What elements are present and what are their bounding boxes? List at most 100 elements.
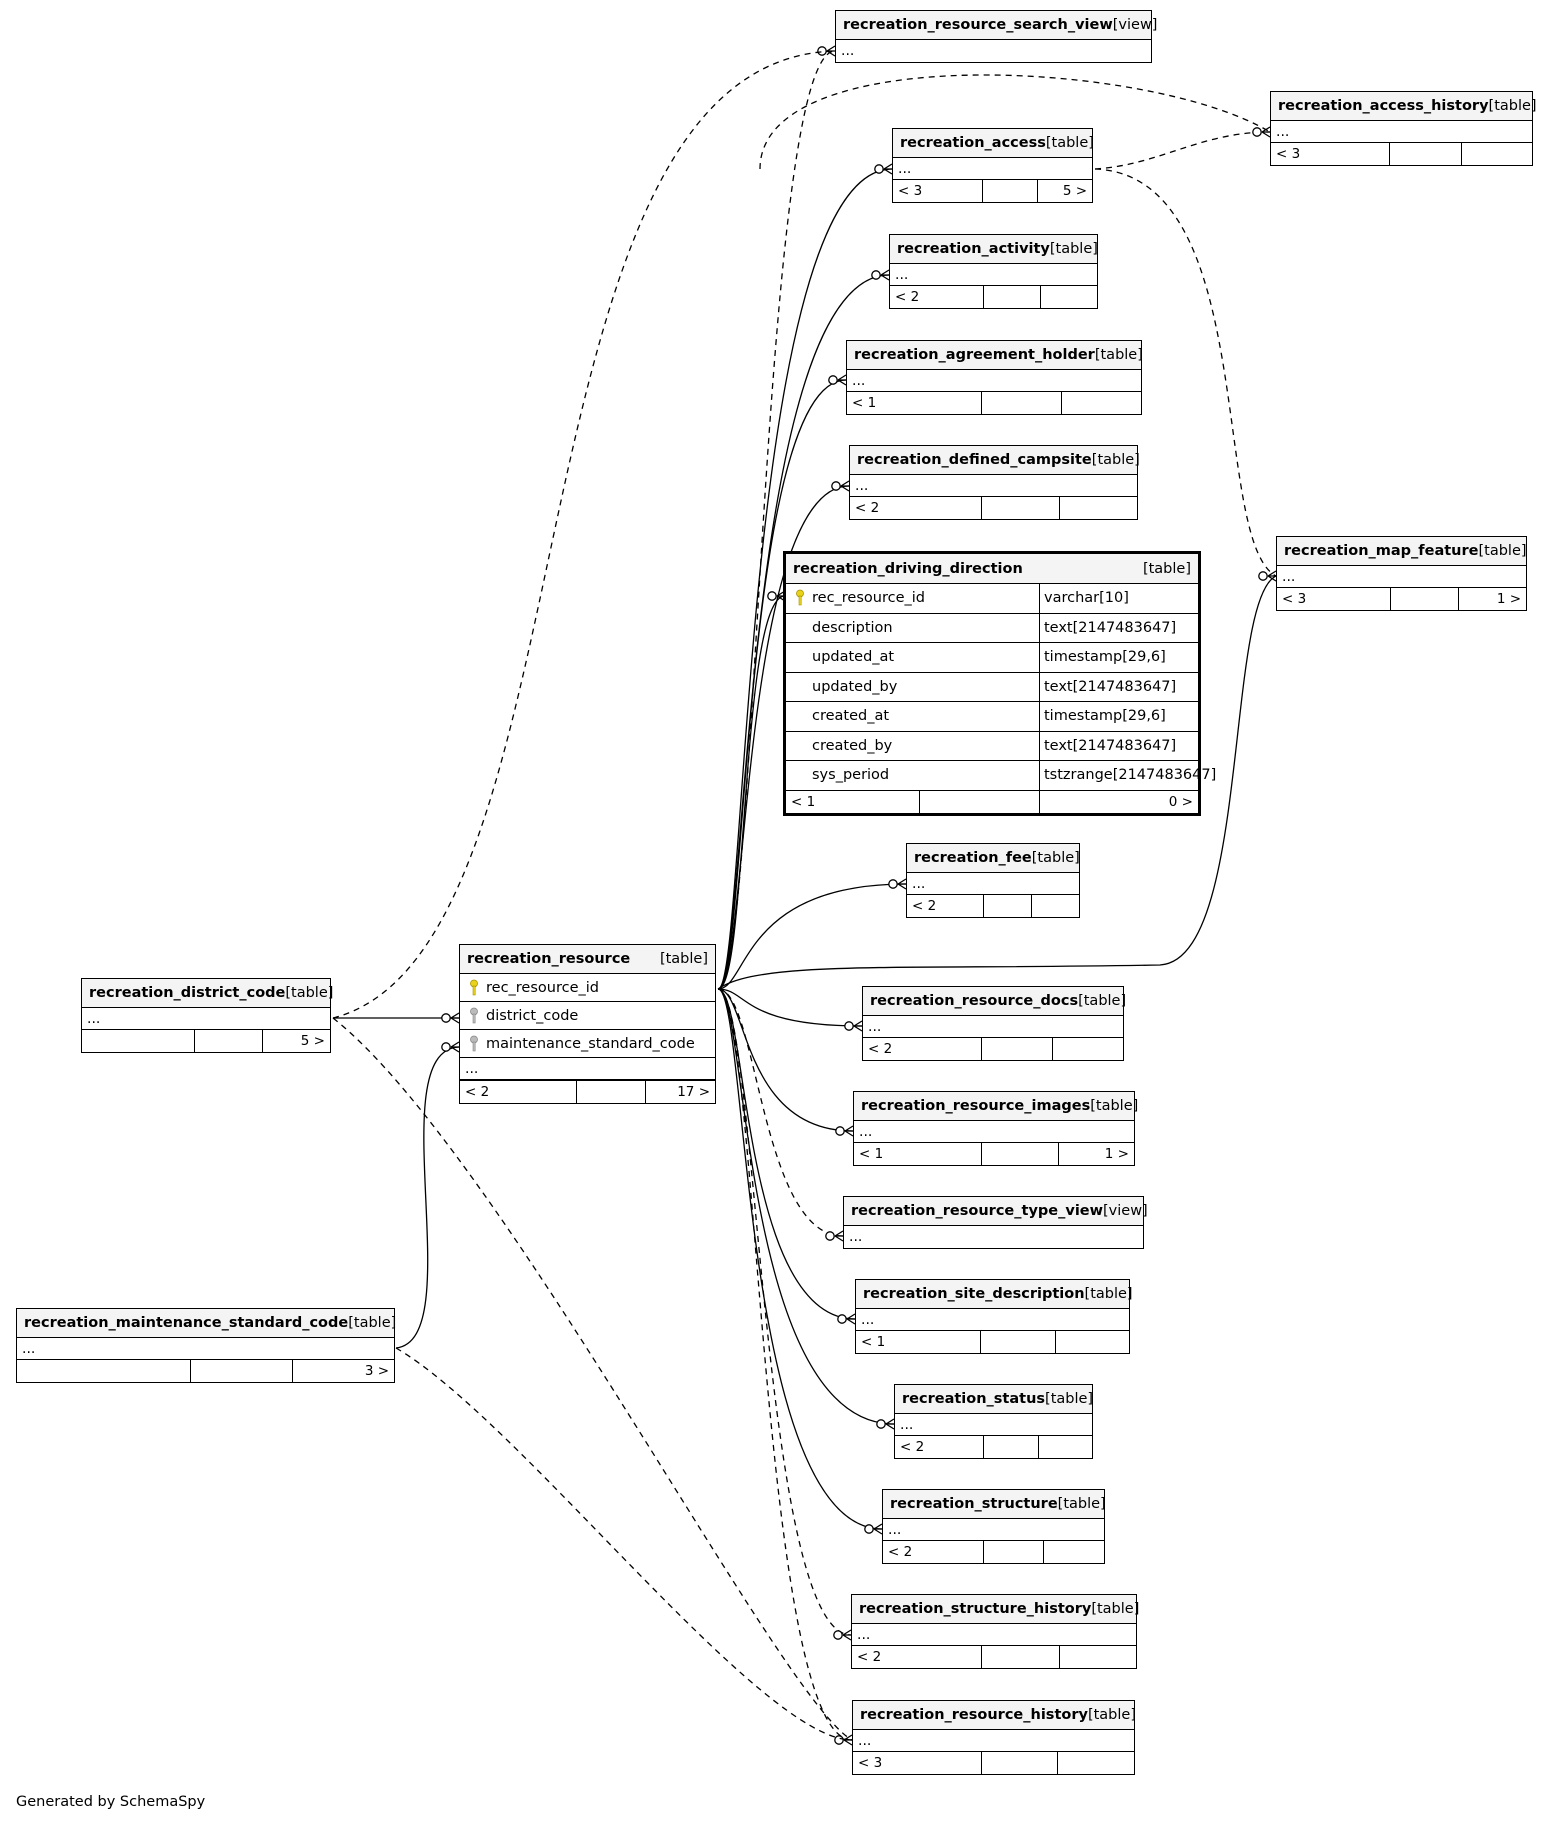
table-header: recreation_access[table] bbox=[893, 129, 1094, 158]
column-name: description bbox=[812, 619, 893, 636]
table-recreation-driving-direction[interactable]: recreation_driving_direction [table] rec… bbox=[783, 551, 1216, 816]
column-name: rec_resource_id bbox=[486, 979, 599, 996]
parents-count[interactable]: < 2 bbox=[868, 1041, 893, 1057]
children-count[interactable] bbox=[1061, 392, 1141, 414]
children-count[interactable]: 0 > bbox=[1039, 790, 1198, 813]
table-footer: < 2 17 > bbox=[460, 1080, 715, 1103]
column-name: district_code bbox=[486, 1007, 579, 1024]
parents-count[interactable]: < 3 bbox=[1276, 146, 1301, 162]
table-recreation-site-description[interactable]: recreation_site_description[table]...< 1 bbox=[855, 1279, 1133, 1354]
more-columns: ... bbox=[1271, 121, 1532, 143]
children-count[interactable] bbox=[1039, 286, 1097, 308]
children-count[interactable]: 5 > bbox=[1037, 180, 1092, 202]
children-count[interactable] bbox=[1058, 1646, 1136, 1668]
parents-count[interactable]: < 2 bbox=[912, 898, 937, 914]
crows-foot-marker bbox=[840, 480, 850, 492]
children-count[interactable]: 1 > bbox=[1457, 588, 1526, 610]
parents-count[interactable]: < 3 bbox=[1282, 591, 1307, 607]
parents-count[interactable] bbox=[82, 1030, 194, 1052]
footer-middle bbox=[982, 286, 1040, 308]
table-footer: < 2 bbox=[850, 497, 1137, 519]
table-recreation-resource[interactable]: recreation_resource [table] rec_resource… bbox=[459, 944, 716, 1104]
table-name: recreation_resource_images bbox=[861, 1098, 1091, 1114]
parents-count[interactable]: < 2 bbox=[888, 1544, 913, 1560]
table-recreation-defined-campsite[interactable]: recreation_defined_campsite[table]...< 2 bbox=[849, 445, 1140, 520]
parents-count[interactable] bbox=[17, 1360, 190, 1382]
children-count[interactable] bbox=[1058, 497, 1137, 519]
table-recreation-structure[interactable]: recreation_structure[table]...< 2 bbox=[882, 1489, 1106, 1564]
table-recreation-district-code[interactable]: recreation_district_code[table]...5 > bbox=[81, 978, 334, 1053]
children-count[interactable] bbox=[1031, 895, 1079, 917]
primary-key-icon bbox=[790, 589, 810, 607]
parents-count[interactable]: < 2 bbox=[855, 500, 880, 516]
children-count[interactable]: 17 > bbox=[645, 1081, 715, 1103]
parents-count[interactable]: < 2 bbox=[857, 1649, 882, 1665]
children-count[interactable] bbox=[1052, 1038, 1123, 1060]
table-recreation-resource-search-view[interactable]: recreation_resource_search_view[view]... bbox=[835, 10, 1157, 63]
table-recreation-resource-docs[interactable]: recreation_resource_docs[table]...< 2 bbox=[862, 986, 1126, 1061]
table-name: recreation_maintenance_standard_code bbox=[24, 1315, 349, 1331]
children-count[interactable]: 5 > bbox=[262, 1030, 330, 1052]
table-recreation-maintenance-standard-code[interactable]: recreation_maintenance_standard_code[tab… bbox=[16, 1308, 396, 1383]
table-type: [table] bbox=[285, 985, 334, 1001]
optional-many-marker bbox=[874, 164, 884, 174]
more-columns: ... bbox=[849, 1229, 863, 1245]
children-count[interactable]: 3 > bbox=[292, 1360, 394, 1382]
crows-foot-marker bbox=[883, 163, 893, 175]
optional-many-marker bbox=[864, 1524, 874, 1534]
more-columns: ... bbox=[847, 370, 1141, 392]
table-recreation-resource-history[interactable]: recreation_resource_history[table]...< 3 bbox=[852, 1700, 1136, 1775]
column-name: created_at bbox=[812, 708, 890, 725]
parents-count[interactable]: < 2 bbox=[895, 289, 920, 305]
crows-foot-marker bbox=[880, 269, 890, 281]
optional-many-marker bbox=[828, 375, 838, 385]
table-recreation-agreement-holder[interactable]: recreation_agreement_holder[table]... < 1 bbox=[846, 340, 1143, 415]
parents-count[interactable]: < 2 bbox=[900, 1439, 925, 1455]
parents-count[interactable]: < 1 bbox=[791, 793, 816, 810]
table-name: recreation_fee bbox=[914, 850, 1032, 866]
children-count[interactable] bbox=[1460, 143, 1532, 165]
parents-count[interactable]: < 2 bbox=[465, 1084, 490, 1100]
relationship-edge bbox=[717, 883, 907, 990]
optional-many-marker bbox=[441, 1042, 451, 1052]
table-recreation-status[interactable]: recreation_status[table]...< 2 bbox=[894, 1384, 1093, 1459]
children-count[interactable] bbox=[1037, 1436, 1092, 1458]
more-columns: ... bbox=[863, 1016, 1123, 1038]
parents-count[interactable]: < 3 bbox=[858, 1755, 883, 1771]
table-recreation-fee[interactable]: recreation_fee[table]...< 2 bbox=[906, 843, 1080, 918]
table-type: [table] bbox=[1094, 347, 1143, 363]
table-recreation-structure-history[interactable]: recreation_structure_history[table]...< … bbox=[851, 1594, 1139, 1669]
crows-foot-marker bbox=[1267, 570, 1277, 582]
column-name: rec_resource_id bbox=[812, 590, 925, 607]
children-count[interactable] bbox=[1054, 1331, 1129, 1353]
optional-many-marker bbox=[825, 1231, 835, 1241]
table-footer: < 2 bbox=[852, 1646, 1136, 1668]
footer-middle bbox=[194, 1030, 262, 1052]
table-type: [table] bbox=[1091, 452, 1140, 468]
parents-count[interactable]: < 1 bbox=[852, 395, 877, 411]
footer-middle bbox=[190, 1360, 292, 1382]
footer-middle bbox=[1389, 588, 1458, 610]
more-columns: ... bbox=[850, 475, 1137, 497]
more-columns: ... bbox=[890, 264, 1097, 286]
table-recreation-access-history[interactable]: recreation_access_history[table]...< 3 bbox=[1270, 91, 1537, 166]
table-type: [table] bbox=[1084, 1286, 1133, 1302]
parents-count[interactable]: < 3 bbox=[898, 183, 923, 199]
children-count[interactable] bbox=[1043, 1541, 1104, 1563]
table-name: recreation_agreement_holder bbox=[854, 347, 1095, 363]
table-header: recreation_maintenance_standard_code[tab… bbox=[17, 1309, 396, 1338]
table-recreation-resource-type-view[interactable]: recreation_resource_type_view[view]... bbox=[843, 1196, 1148, 1249]
more-columns: ... bbox=[17, 1338, 394, 1360]
parents-count[interactable]: < 1 bbox=[859, 1146, 884, 1162]
children-count[interactable]: 1 > bbox=[1057, 1143, 1134, 1165]
children-count[interactable] bbox=[1057, 1752, 1134, 1774]
parents-count[interactable]: < 1 bbox=[861, 1334, 886, 1350]
table-type: [table] bbox=[1031, 850, 1080, 866]
footer-middle bbox=[981, 1143, 1057, 1165]
table-recreation-activity[interactable]: recreation_activity[table]...< 2 bbox=[889, 234, 1098, 309]
